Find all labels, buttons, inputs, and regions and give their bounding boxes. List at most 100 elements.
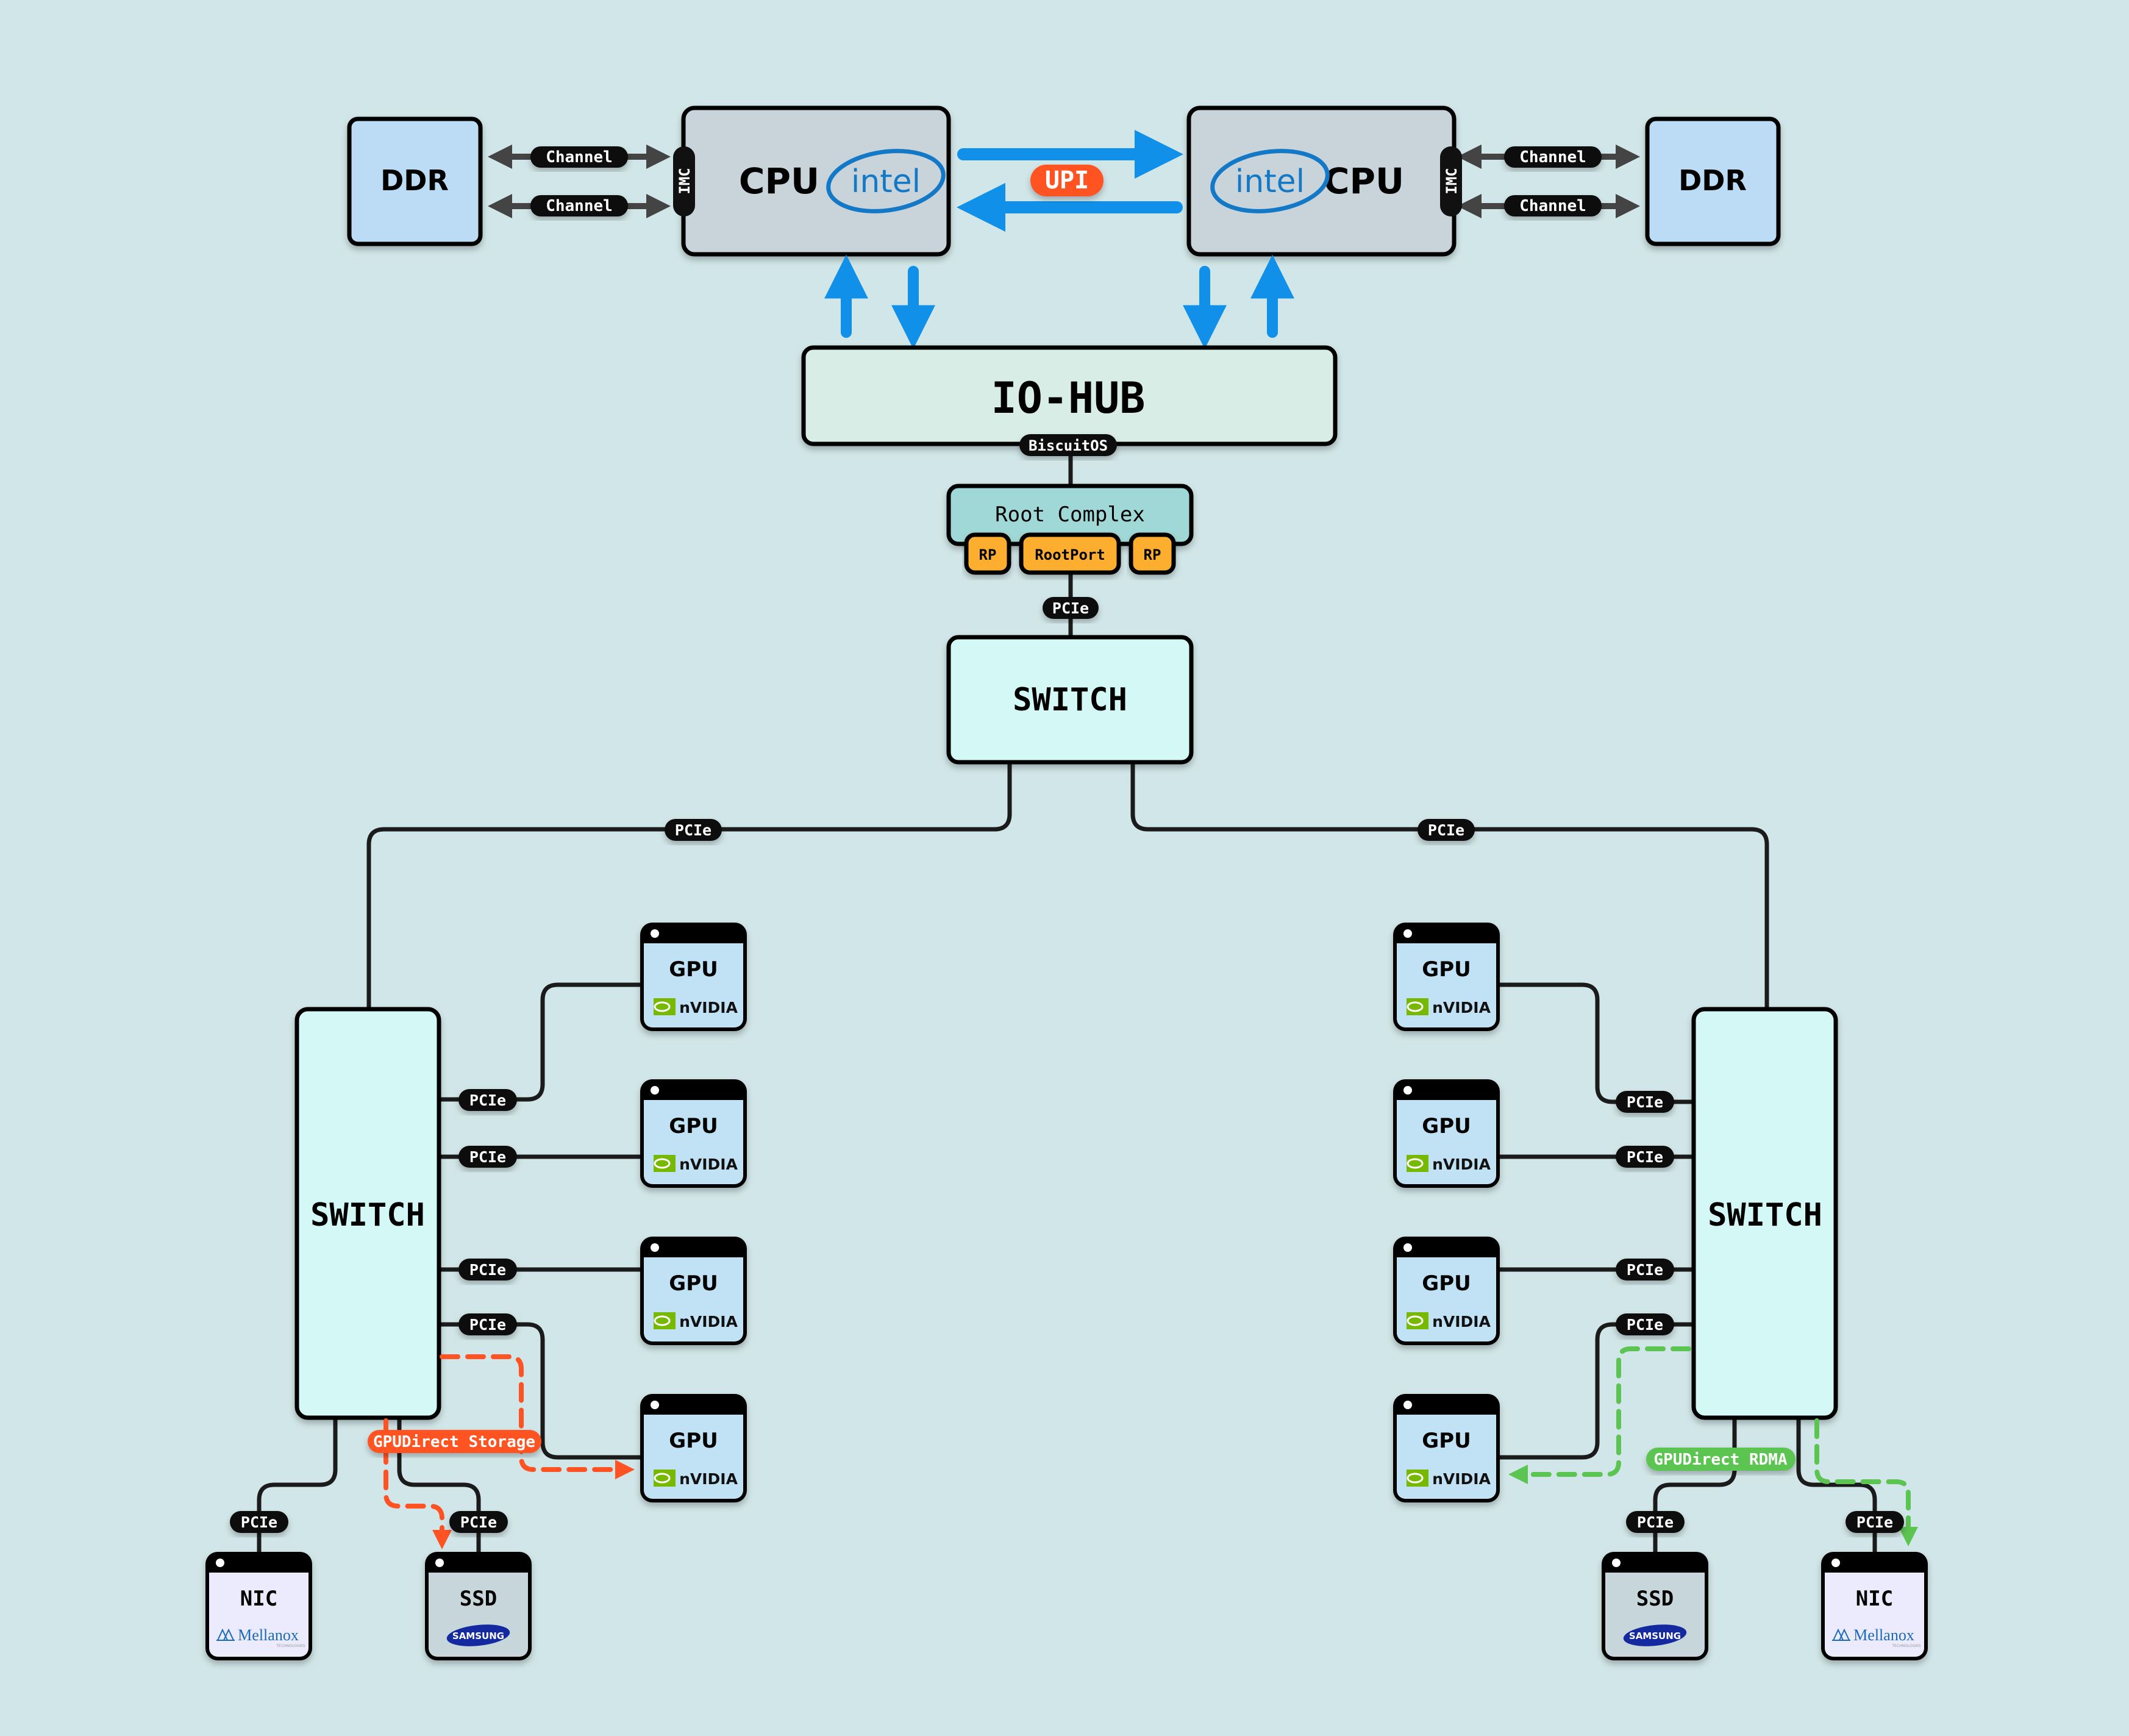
right-imc: IMC [1440,146,1462,216]
status-led-icon [1831,1559,1840,1567]
svg-text:PCIe: PCIe [469,1316,506,1334]
left-cpu[interactable]: CPU intel IMC [673,105,951,257]
svg-text:RootPort: RootPort [1035,546,1105,563]
status-led-icon [1403,1086,1412,1095]
svg-text:PCIe: PCIe [1627,1261,1663,1279]
intel-logo-icon: intel [826,149,946,213]
right-cpu-label: CPU [1324,160,1404,202]
pcie-badge: PCIe [1626,1511,1685,1533]
samsung-logo-icon: SAMSUNG [446,1624,510,1646]
pcie-badge: PCIe [1616,1259,1674,1281]
pcie-badge: PCIe [458,1146,517,1168]
svg-text:TECHNOLOGIES: TECHNOLOGIES [1891,1644,1920,1648]
right-ddr[interactable]: DDR [1645,116,1781,246]
svg-text:PCIe: PCIe [675,821,711,839]
right-switch-links: PCIe PCIe PCIe PCIe PCIe PCIe [1616,1091,1904,1533]
svg-text:GPUDirect Storage: GPUDirect Storage [373,1433,535,1451]
svg-text:PCIe: PCIe [1627,1093,1663,1111]
ssd-label: SSD [460,1587,497,1611]
gpu-label: GPU [669,1429,718,1453]
svg-text:PCIe: PCIe [1428,821,1464,839]
nvidia-logo-icon: nVIDIA [654,1470,738,1488]
left-gpu-1[interactable]: GPU nVIDIA [640,923,747,1031]
svg-text:TECHNOLOGIES: TECHNOLOGIES [276,1644,305,1648]
svg-text:SAMSUNG: SAMSUNG [1629,1631,1681,1641]
svg-text:Mellanox: Mellanox [238,1626,299,1644]
left-switch-label: SWITCH [310,1197,425,1234]
root-port-left[interactable]: RP [964,532,1011,575]
pcie-badge: PCIe [458,1313,517,1335]
intel-logo-icon: intel [1210,149,1330,213]
channel-badge: Channel [530,195,628,216]
gpu-label: GPU [669,1271,718,1296]
svg-text:nVIDIA: nVIDIA [679,1156,738,1173]
pcie-devices: GPU nVIDIA GPU nVIDIA GPU nVIDIA GPU nVIDIA GPU n… [205,923,1928,1660]
status-led-icon [1403,929,1412,938]
nic-label: NIC [1856,1587,1893,1611]
pcie-badge: PCIe [665,819,722,841]
left-switch[interactable]: SWITCH [294,1007,441,1420]
nvidia-logo-icon: nVIDIA [1407,1470,1491,1488]
top-switch[interactable]: SWITCH [946,635,1194,765]
gpudirect-storage-badge: GPUDirect Storage [368,1430,541,1453]
gpu-label: GPU [669,957,718,982]
left-ddr-label: DDR [380,164,449,197]
nvidia-logo-icon: nVIDIA [1407,1155,1491,1173]
gpu-label: GPU [1422,957,1471,982]
pcie-badge: PCIe [1845,1511,1904,1533]
pcie-badge: PCIe [449,1511,508,1533]
left-gpu-3[interactable]: GPU nVIDIA [640,1237,747,1345]
io-hub[interactable]: IO-HUB BiscuitOS [801,345,1338,456]
nic-label: NIC [240,1587,277,1611]
nvidia-logo-icon: nVIDIA [654,1312,738,1331]
channel-badge: Channel [1504,146,1602,168]
right-switch-label: SWITCH [1708,1197,1822,1234]
svg-text:Channel: Channel [546,197,613,215]
status-led-icon [435,1559,444,1567]
right-switch[interactable]: SWITCH [1691,1007,1838,1420]
svg-text:SAMSUNG: SAMSUNG [452,1631,504,1641]
channel-badge: Channel [530,146,628,168]
svg-text:Channel: Channel [1519,197,1586,215]
svg-text:PCIe: PCIe [1052,599,1089,617]
status-led-icon [1403,1401,1412,1409]
gpu-label: GPU [1422,1429,1471,1453]
svg-text:intel: intel [851,163,921,200]
svg-text:BiscuitOS: BiscuitOS [1029,437,1108,454]
left-ddr[interactable]: DDR [347,116,483,246]
right-memory-channels: Channel Channel [1457,145,1640,218]
pcie-badge: PCIe [1418,819,1475,841]
left-ssd[interactable]: SSD SAMSUNG [425,1552,532,1660]
gpudirect-rdma-badge: GPUDirect RDMA [1646,1448,1796,1471]
svg-text:PCIe: PCIe [241,1513,277,1531]
svg-text:PCIe: PCIe [469,1091,506,1109]
root-port-right[interactable]: RP [1129,532,1176,575]
svg-text:Channel: Channel [1519,148,1586,166]
svg-text:nVIDIA: nVIDIA [679,1470,738,1488]
nvidia-logo-icon: nVIDIA [654,998,738,1016]
top-switch-label: SWITCH [1013,682,1127,718]
svg-text:nVIDIA: nVIDIA [1432,1156,1491,1173]
status-led-icon [651,1401,659,1409]
right-cpu[interactable]: CPU intel IMC [1186,105,1462,257]
right-gpu-4[interactable]: GPU nVIDIA [1393,1394,1500,1502]
biscuitos-badge: BiscuitOS [1019,434,1117,456]
left-switch-links: PCIe PCIe PCIe PCIe PCIe PCIe [230,1089,517,1533]
samsung-logo-icon: SAMSUNG [1623,1624,1687,1646]
pcie-badge: PCIe [230,1511,288,1533]
root-complex[interactable]: Root Complex RP RootPort RP [946,484,1194,575]
svg-text:intel: intel [1235,163,1305,200]
root-port-main[interactable]: RootPort [1019,532,1121,575]
gpudirect-rdma-path [1508,1346,1918,1546]
status-led-icon [1403,1243,1412,1252]
left-gpu-4[interactable]: GPU nVIDIA [640,1394,747,1502]
gpudirect-storage-path [383,1354,635,1549]
